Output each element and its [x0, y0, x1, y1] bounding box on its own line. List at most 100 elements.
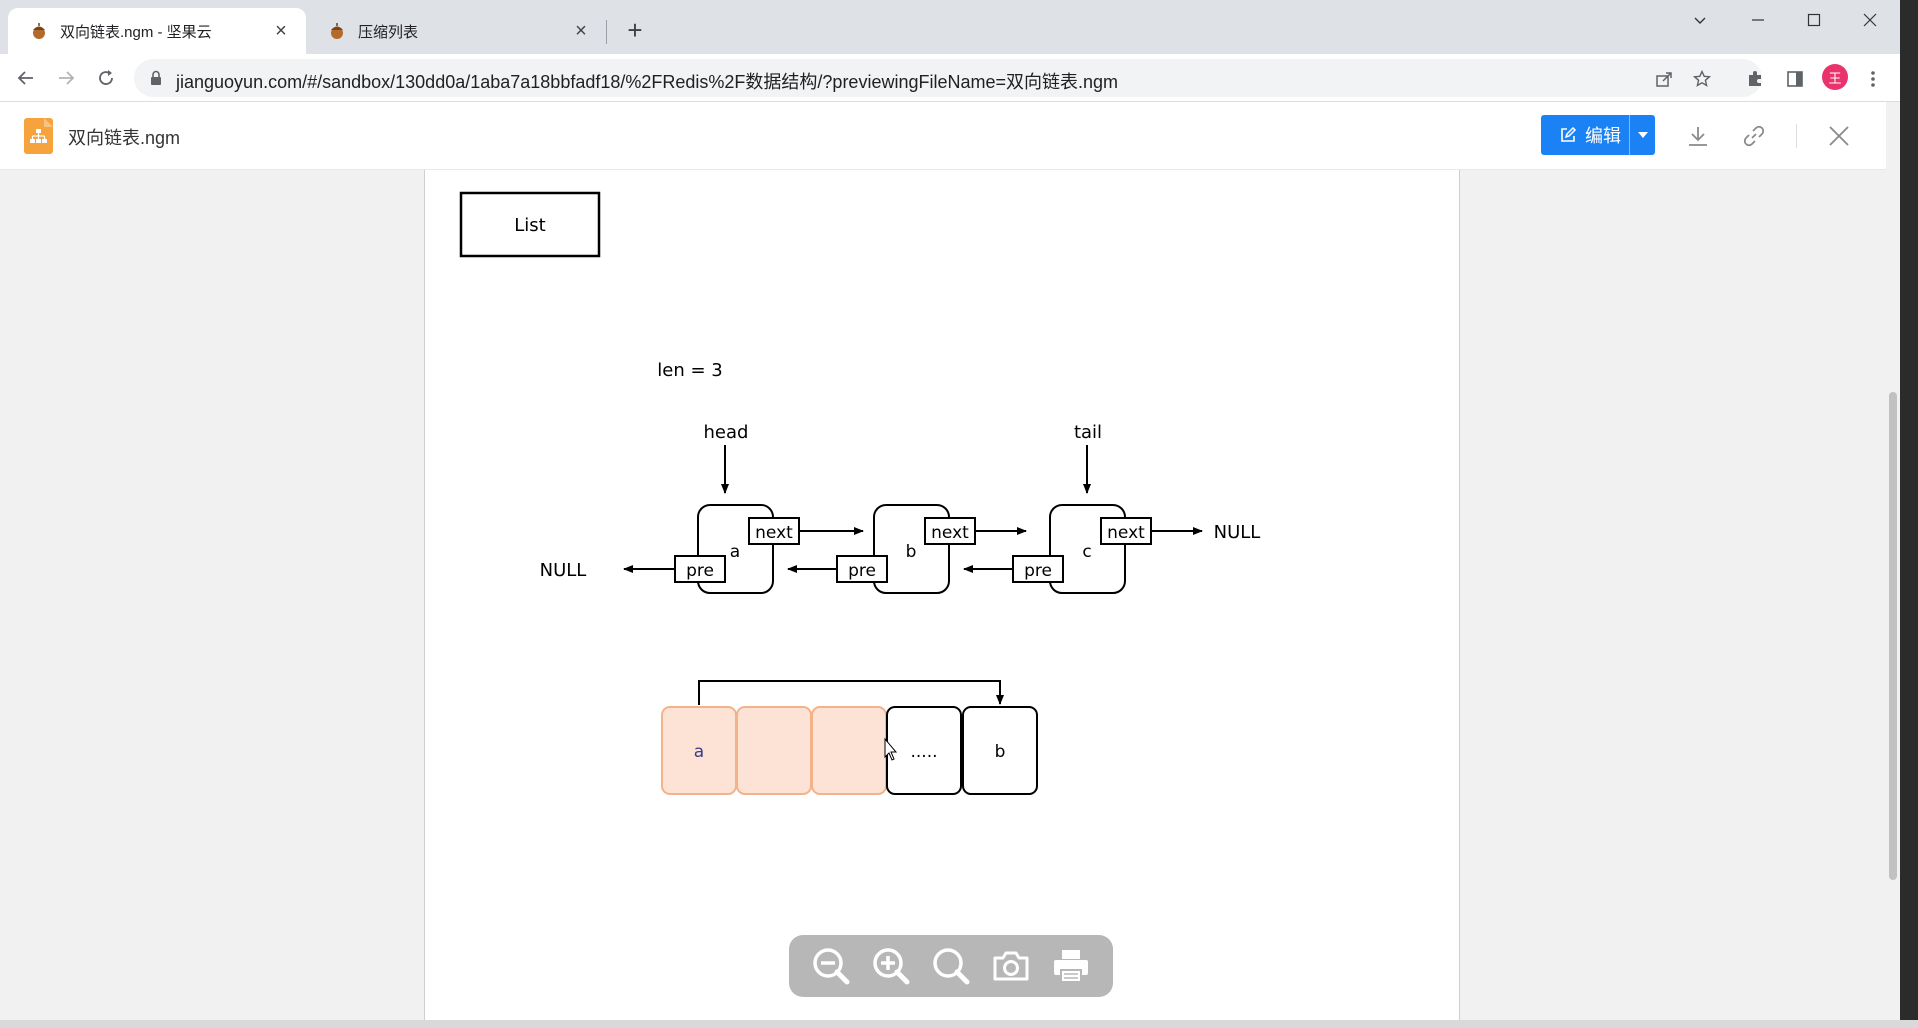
taskbar-edge — [0, 1020, 1918, 1028]
node-value: a — [730, 542, 740, 562]
zoom-in-button[interactable] — [868, 943, 914, 989]
length-label: len = 3 — [657, 360, 722, 381]
acorn-icon — [33, 23, 45, 39]
close-preview-button[interactable] — [1823, 120, 1855, 152]
edit-dropdown[interactable] — [1629, 115, 1655, 155]
new-tab-button[interactable]: + — [627, 15, 643, 45]
acorn-icon — [331, 23, 343, 39]
tab-strip: 双向链表.ngm - 坚果云 × 压缩列表 × + — [0, 0, 1900, 54]
tab-inactive[interactable]: 压缩列表 × — [306, 8, 606, 54]
scrollbar-thumb[interactable] — [1889, 392, 1897, 880]
print-button[interactable] — [1048, 943, 1094, 989]
node-pre-label: pre — [686, 561, 714, 581]
null-left-label: NULL — [540, 560, 587, 581]
close-window-button[interactable] — [1842, 0, 1898, 40]
list-title: List — [514, 215, 545, 236]
edit-main[interactable]: 编辑 — [1541, 115, 1629, 155]
caret-down-icon — [1637, 132, 1648, 138]
mouse-cursor-icon — [884, 737, 898, 761]
tab-search-button[interactable] — [1672, 0, 1728, 40]
node-c: c next pre — [1012, 504, 1152, 594]
minimize-button[interactable] — [1730, 0, 1786, 40]
array-cell-label: b — [995, 742, 1006, 762]
back-button[interactable] — [10, 62, 42, 94]
screenshot-button[interactable] — [988, 943, 1034, 989]
edit-label: 编辑 — [1585, 126, 1621, 146]
null-right-label: NULL — [1214, 522, 1261, 543]
diagram-page: List len = 3 head tail NULL NULL a next — [424, 170, 1460, 1020]
node-pre-label: pre — [1024, 561, 1052, 581]
node-value: c — [1082, 542, 1091, 562]
node-next-label: next — [755, 523, 793, 543]
zoom-out-icon — [813, 948, 850, 985]
tab-active[interactable]: 双向链表.ngm - 坚果云 × — [8, 8, 306, 54]
chevron-down-icon — [1694, 17, 1706, 24]
browser-toolbar: jianguoyun.com/#/sandbox/130dd0a/1aba7a1… — [0, 54, 1900, 102]
side-panel-button[interactable] — [1782, 66, 1808, 92]
maximize-button[interactable] — [1786, 0, 1842, 40]
array-cell-label: ..... — [910, 742, 937, 762]
puzzle-icon — [1749, 71, 1761, 86]
file-name: 双向链表.ngm — [68, 128, 181, 148]
array-cell — [811, 706, 887, 795]
tail-label: tail — [1074, 422, 1102, 443]
tab-separator — [606, 20, 607, 44]
reload-button[interactable] — [90, 62, 122, 94]
node-next-label: next — [931, 523, 969, 543]
desktop-edge — [1900, 0, 1918, 1028]
zoom-toolbar — [789, 935, 1113, 997]
profile-avatar[interactable]: 王 — [1822, 64, 1848, 90]
node-pre-label: pre — [848, 561, 876, 581]
array-cell: ..... — [886, 706, 962, 795]
back-arrow-icon — [17, 71, 33, 85]
share-button[interactable] — [1652, 67, 1676, 91]
extensions-button[interactable] — [1742, 66, 1768, 92]
array-cell — [736, 706, 812, 795]
array-cell: b — [962, 706, 1038, 795]
maximize-icon — [1807, 13, 1821, 27]
file-type-icon — [24, 118, 53, 154]
minimize-icon — [1752, 19, 1764, 21]
node-b: b next pre — [836, 504, 976, 594]
edit-icon — [1561, 126, 1577, 142]
reload-icon — [99, 70, 113, 85]
printer-icon — [1054, 950, 1088, 983]
share-link-button[interactable] — [1738, 120, 1770, 152]
forward-button[interactable] — [50, 62, 82, 94]
side-panel-icon — [1787, 71, 1803, 87]
edit-button[interactable]: 编辑 — [1541, 115, 1655, 155]
bookmark-button[interactable] — [1690, 67, 1714, 91]
link-icon — [1743, 125, 1765, 147]
close-icon — [1863, 13, 1877, 27]
node-a: a next pre — [674, 504, 800, 594]
node-next-label: next — [1107, 523, 1145, 543]
jump-arrow — [698, 680, 1004, 705]
document-viewer: List len = 3 head tail NULL NULL a next — [0, 170, 1900, 1020]
tab-title: 双向链表.ngm - 坚果云 — [60, 23, 212, 41]
kebab-menu-icon — [1871, 71, 1875, 87]
camera-icon — [993, 951, 1029, 981]
linked-list-diagram: List len = 3 head tail NULL NULL a next — [459, 191, 1261, 795]
zoom-in-icon — [873, 948, 910, 985]
close-icon — [1829, 126, 1849, 146]
zoom-out-button[interactable] — [808, 943, 854, 989]
url-text: jianguoyun.com/#/sandbox/130dd0a/1aba7a1… — [176, 72, 1119, 92]
lock-icon — [151, 70, 161, 85]
close-tab-icon[interactable]: × — [575, 19, 587, 42]
star-icon — [1693, 70, 1711, 87]
close-tab-icon[interactable]: × — [275, 19, 287, 42]
forward-arrow-icon — [59, 71, 75, 85]
browser-menu-button[interactable] — [1860, 66, 1886, 92]
address-bar[interactable]: jianguoyun.com/#/sandbox/130dd0a/1aba7a1… — [134, 59, 1762, 97]
array-cell-label: a — [694, 742, 704, 762]
app-header: 双向链表.ngm 编辑 — [0, 102, 1900, 170]
download-button[interactable] — [1682, 120, 1714, 152]
download-icon — [1689, 127, 1707, 146]
node-value: b — [906, 542, 917, 562]
zoom-reset-button[interactable] — [928, 943, 974, 989]
header-separator — [1796, 124, 1797, 148]
share-icon — [1656, 72, 1672, 87]
head-label: head — [704, 422, 749, 443]
tab-title: 压缩列表 — [358, 23, 419, 41]
array-cell: a — [661, 706, 737, 795]
